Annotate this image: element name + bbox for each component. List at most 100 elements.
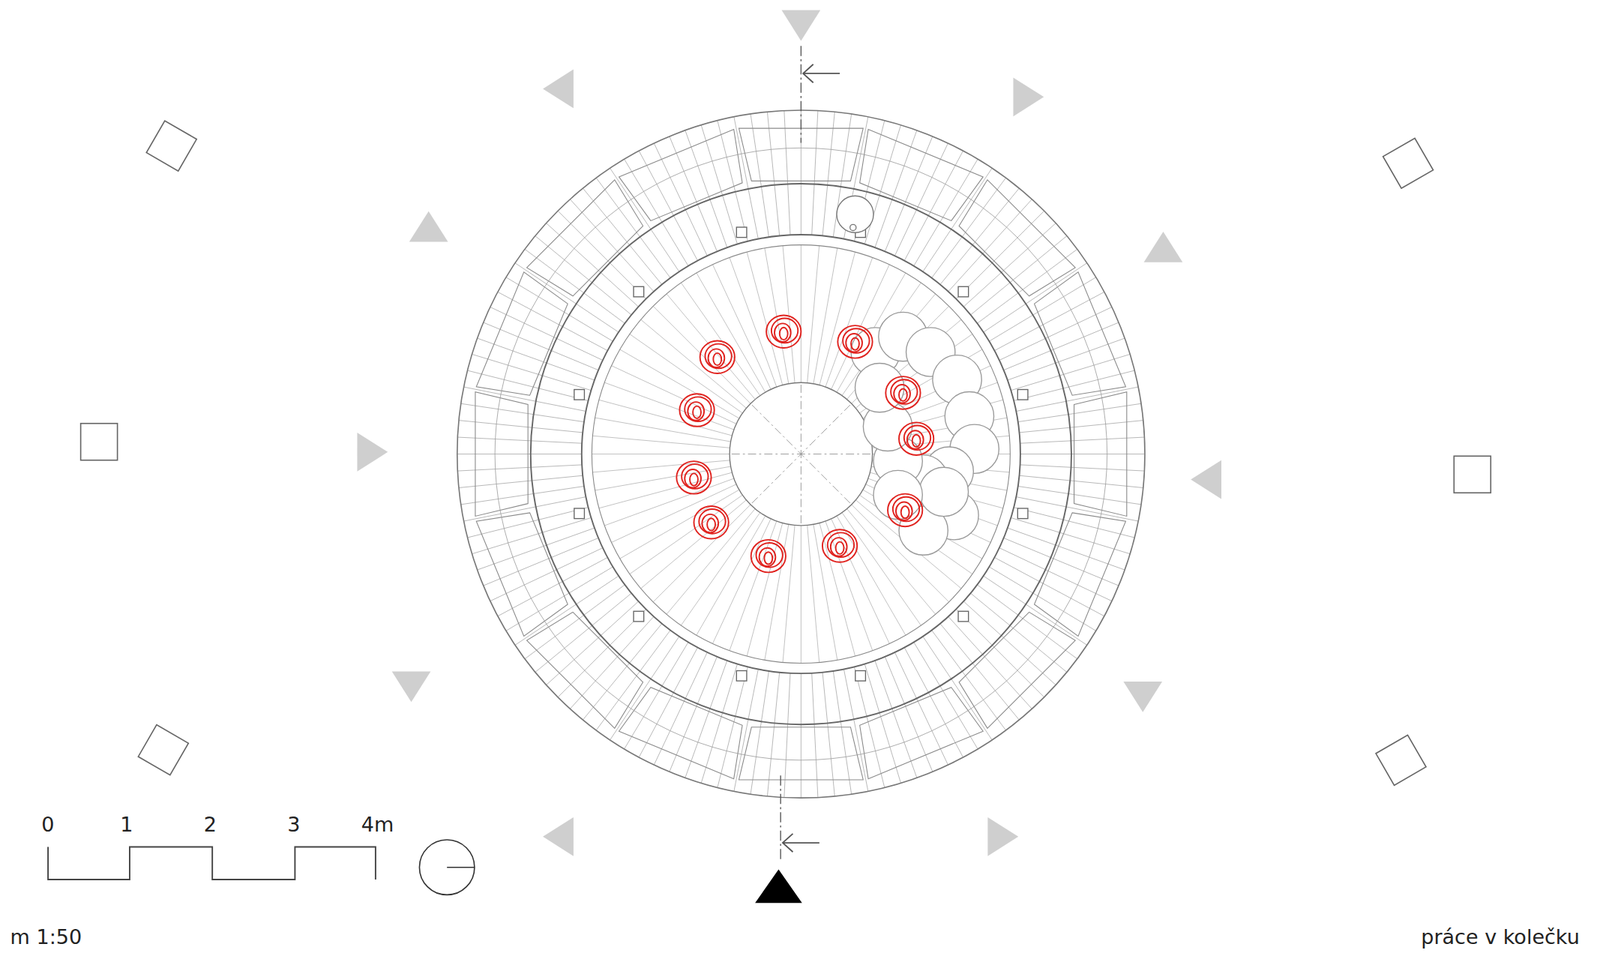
radial-line bbox=[1013, 507, 1135, 538]
radial-line bbox=[591, 453, 730, 455]
radial-line bbox=[653, 652, 708, 765]
ring bbox=[729, 382, 873, 526]
person-scribble bbox=[684, 396, 711, 422]
radial-line bbox=[653, 305, 751, 404]
person-scribble bbox=[893, 384, 911, 403]
radial-line bbox=[853, 666, 884, 788]
radial-line bbox=[611, 484, 737, 543]
radial-line bbox=[483, 322, 599, 371]
radial-line bbox=[1015, 386, 1139, 411]
radial-line bbox=[629, 334, 743, 414]
roof-panel bbox=[738, 727, 863, 780]
radial-line bbox=[457, 453, 582, 455]
section-arrow bbox=[782, 833, 820, 852]
stove bbox=[836, 195, 874, 233]
person-scribble bbox=[901, 506, 910, 519]
person-scribble bbox=[692, 406, 702, 419]
section-line bbox=[800, 45, 802, 143]
radial-line bbox=[717, 120, 748, 242]
radial-line bbox=[922, 167, 992, 272]
outer-post bbox=[1383, 137, 1434, 189]
person-scribble bbox=[885, 376, 920, 410]
person bbox=[822, 529, 857, 563]
scale-label: 4m bbox=[361, 814, 394, 835]
post bbox=[736, 671, 747, 682]
person-scribble bbox=[904, 425, 931, 450]
person bbox=[885, 376, 920, 410]
radial-line bbox=[811, 110, 818, 236]
scale-note: m 1:50 bbox=[10, 926, 83, 947]
person-scribble bbox=[676, 461, 711, 495]
person-scribble bbox=[755, 542, 783, 568]
person-scribble bbox=[892, 497, 920, 522]
person bbox=[700, 341, 735, 375]
post bbox=[958, 611, 969, 622]
radial-line bbox=[931, 177, 1007, 278]
person-scribble bbox=[700, 341, 735, 375]
radial-line bbox=[822, 672, 835, 797]
post bbox=[736, 227, 747, 238]
view-marker bbox=[1190, 460, 1222, 500]
radial-line bbox=[831, 518, 890, 644]
radial-line bbox=[904, 150, 963, 261]
radial-line bbox=[1020, 437, 1145, 444]
view-marker bbox=[356, 432, 388, 472]
view-marker bbox=[987, 817, 1019, 857]
radial-line bbox=[976, 584, 1077, 660]
scale-label: 2 bbox=[203, 814, 217, 835]
radial-line bbox=[832, 671, 851, 795]
person-scribble bbox=[708, 348, 726, 367]
radial-line bbox=[999, 548, 1112, 602]
roof-panel bbox=[619, 128, 744, 221]
radial-line bbox=[782, 245, 795, 384]
person-scribble bbox=[766, 314, 801, 348]
radial-line bbox=[784, 673, 791, 798]
radial-line bbox=[596, 630, 671, 731]
person-scribble bbox=[890, 379, 917, 405]
radial-line bbox=[497, 291, 608, 351]
radial-line bbox=[983, 263, 1088, 333]
radial-line bbox=[696, 515, 766, 636]
radial-line bbox=[807, 524, 820, 663]
radial-line bbox=[557, 608, 646, 697]
view-marker bbox=[542, 69, 574, 109]
radial-line bbox=[1018, 485, 1142, 504]
radial-line bbox=[994, 291, 1104, 351]
radial-line bbox=[717, 666, 748, 788]
post bbox=[574, 508, 585, 519]
post bbox=[574, 389, 585, 401]
radial-line bbox=[767, 111, 780, 236]
radial-line bbox=[461, 485, 585, 504]
person-scribble bbox=[822, 529, 857, 563]
radial-line bbox=[800, 245, 802, 384]
radial-line bbox=[515, 263, 619, 333]
person bbox=[751, 539, 786, 573]
person-scribble bbox=[701, 514, 719, 533]
radial-line bbox=[894, 652, 948, 765]
roof-panel bbox=[738, 128, 863, 181]
roof-panel bbox=[859, 687, 984, 780]
radial-line bbox=[457, 437, 582, 444]
radial-line bbox=[784, 110, 791, 236]
person-scribble bbox=[771, 318, 798, 344]
stove bbox=[850, 224, 857, 231]
person-scribble bbox=[759, 548, 777, 567]
radial-line bbox=[458, 475, 583, 488]
person bbox=[887, 494, 923, 528]
radial-line bbox=[884, 136, 933, 252]
roof-panel bbox=[619, 687, 744, 780]
axis-line bbox=[752, 404, 851, 504]
radial-line bbox=[472, 517, 592, 554]
person-scribble bbox=[679, 393, 714, 427]
roof-panel bbox=[958, 611, 1076, 729]
view-marker bbox=[542, 817, 574, 857]
scale-label: 0 bbox=[41, 814, 54, 835]
ring bbox=[457, 110, 1145, 798]
radial-line bbox=[1018, 403, 1142, 422]
radial-line bbox=[666, 293, 756, 400]
radial-line bbox=[610, 167, 680, 272]
radial-line bbox=[582, 623, 662, 720]
view-marker bbox=[392, 671, 432, 702]
person-scribble bbox=[842, 328, 869, 354]
